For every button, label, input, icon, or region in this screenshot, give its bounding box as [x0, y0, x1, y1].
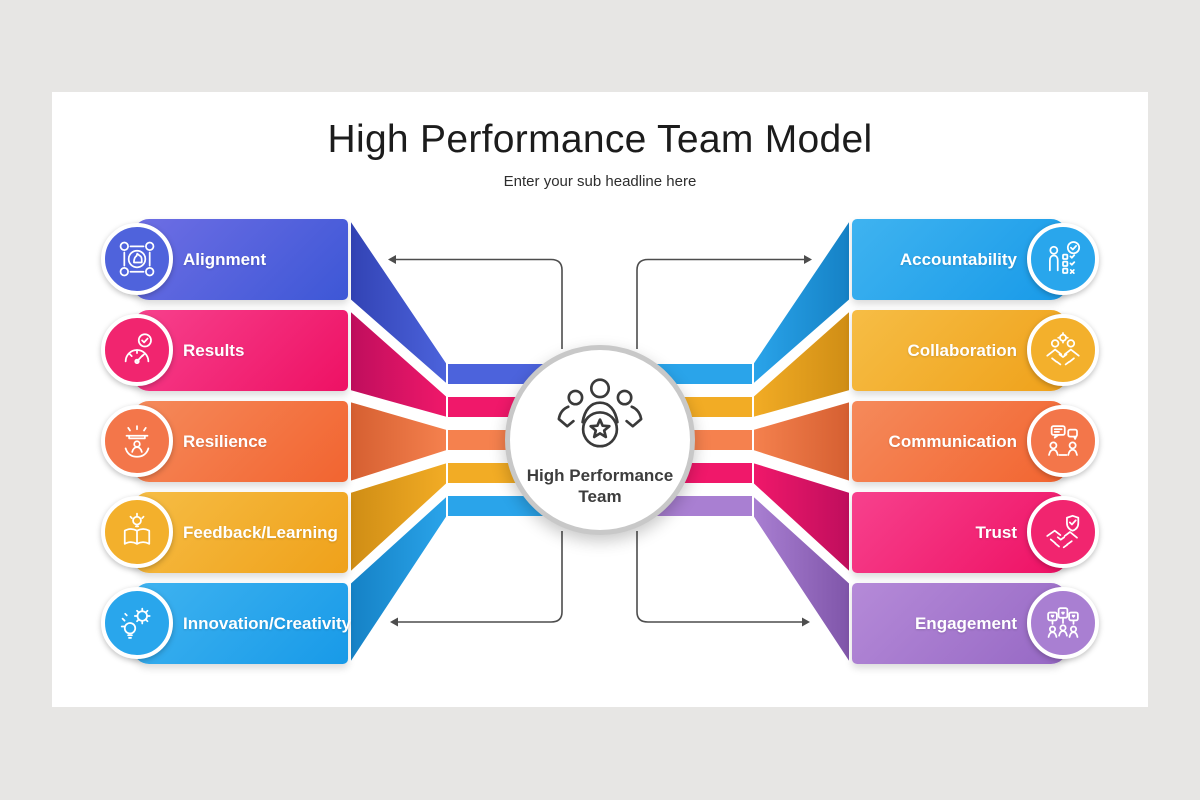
- left-row-resilience: Resilience: [101, 401, 348, 482]
- innovation-creativity-label: Innovation/Creativity: [183, 613, 352, 633]
- resilience-label: Resilience: [183, 431, 268, 451]
- alignment-badge: [101, 223, 173, 295]
- connector-arrows: [388, 255, 812, 627]
- innovation-creativity-badge: [101, 587, 173, 659]
- left-funnel-folds: [349, 215, 448, 668]
- communication-icon: [1048, 425, 1078, 456]
- left-row-innovation-creativity: Innovation/Creativity: [101, 583, 352, 664]
- accountability-badge: [1027, 223, 1099, 295]
- results-badge: [101, 314, 173, 386]
- engagement-icon: [1047, 607, 1079, 638]
- results-label: Results: [183, 340, 245, 360]
- collaboration-badge: [1027, 314, 1099, 386]
- right-row-accountability: Accountability: [852, 219, 1099, 300]
- collaboration-icon: [1046, 332, 1080, 366]
- right-row-engagement: Engagement: [852, 583, 1099, 664]
- results-gauge-icon: [124, 333, 152, 364]
- right-row-communication: Communication: [852, 401, 1099, 482]
- resilience-badge: [101, 405, 173, 477]
- right-row-collaboration: Collaboration: [852, 310, 1099, 391]
- trust-badge: [1027, 496, 1099, 568]
- feedback-learning-icon: [123, 512, 151, 545]
- alignment-bar: Alignment: [133, 219, 348, 300]
- center-hub-label: High Performance Team: [526, 465, 674, 506]
- alignment-icon: [119, 241, 155, 277]
- feedback-learning-badge: [101, 496, 173, 568]
- collaboration-label: Collaboration: [907, 340, 1017, 360]
- page-subtitle: Enter your sub headline here: [503, 173, 697, 190]
- engagement-label: Engagement: [914, 613, 1017, 633]
- resilience-support-icon: [124, 425, 150, 458]
- accountability-icon: [1049, 241, 1081, 274]
- feedback-learning-bar: Feedback/Learning: [133, 492, 348, 573]
- trust-handshake-icon: [1046, 514, 1080, 549]
- right-row-trust: Trust: [852, 492, 1099, 573]
- right-funnel-folds: [752, 215, 851, 668]
- communication-badge: [1027, 405, 1099, 477]
- left-row-alignment: Alignment: [101, 219, 348, 300]
- communication-label: Communication: [888, 431, 1017, 451]
- left-row-feedback-learning: Feedback/Learning: [101, 492, 348, 573]
- page-title: High Performance Team Model: [327, 118, 873, 161]
- alignment-label: Alignment: [183, 249, 267, 269]
- left-row-results: Results: [101, 310, 348, 391]
- center-hub: High Performance Team: [505, 345, 695, 535]
- feedback-learning-label: Feedback/Learning: [183, 522, 338, 542]
- innovation-creativity-icon: [120, 607, 151, 639]
- team-star-icon: [557, 378, 643, 448]
- accountability-label: Accountability: [899, 249, 1017, 269]
- engagement-badge: [1027, 587, 1099, 659]
- trust-label: Trust: [975, 522, 1017, 542]
